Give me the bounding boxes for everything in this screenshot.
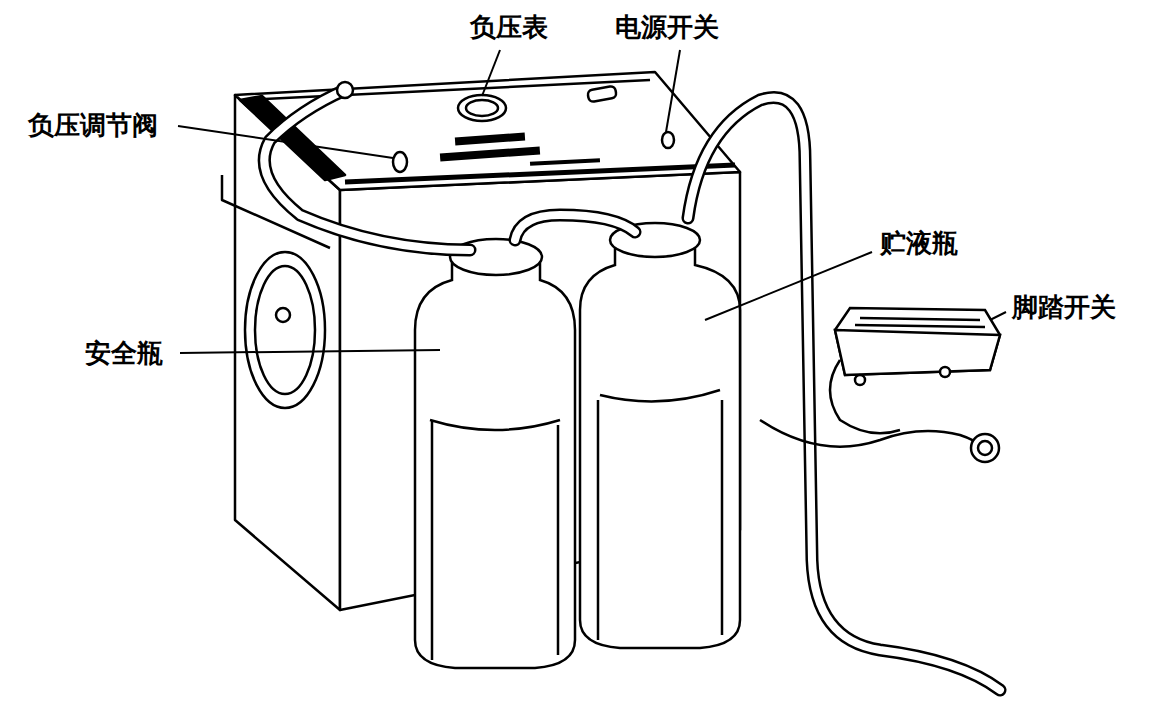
panel-marks	[440, 133, 600, 166]
leader-lines	[178, 50, 1006, 353]
part-label: 脚踏开关	[1012, 292, 1116, 323]
part-label: 负压调节阀	[28, 110, 158, 141]
side-port	[255, 266, 315, 394]
part-label: 安全瓶	[85, 338, 163, 369]
storage-bottle	[580, 245, 740, 648]
power-switch	[662, 132, 674, 148]
foot-switch	[760, 308, 1000, 462]
housing-top	[235, 72, 740, 190]
handle	[587, 86, 617, 103]
tubes	[264, 82, 1000, 690]
bottle-holder	[430, 420, 560, 660]
part-label: 负压表	[470, 12, 548, 43]
safety-bottle	[415, 262, 575, 668]
valve-knob	[393, 152, 407, 172]
pressure-gauge	[466, 100, 498, 116]
part-label: 电源开关	[615, 12, 719, 43]
part-label: 贮液瓶	[880, 228, 958, 259]
bottle-holder	[598, 390, 722, 640]
side-port	[245, 252, 325, 408]
port-screw	[276, 308, 290, 322]
pressure-gauge	[458, 95, 506, 121]
